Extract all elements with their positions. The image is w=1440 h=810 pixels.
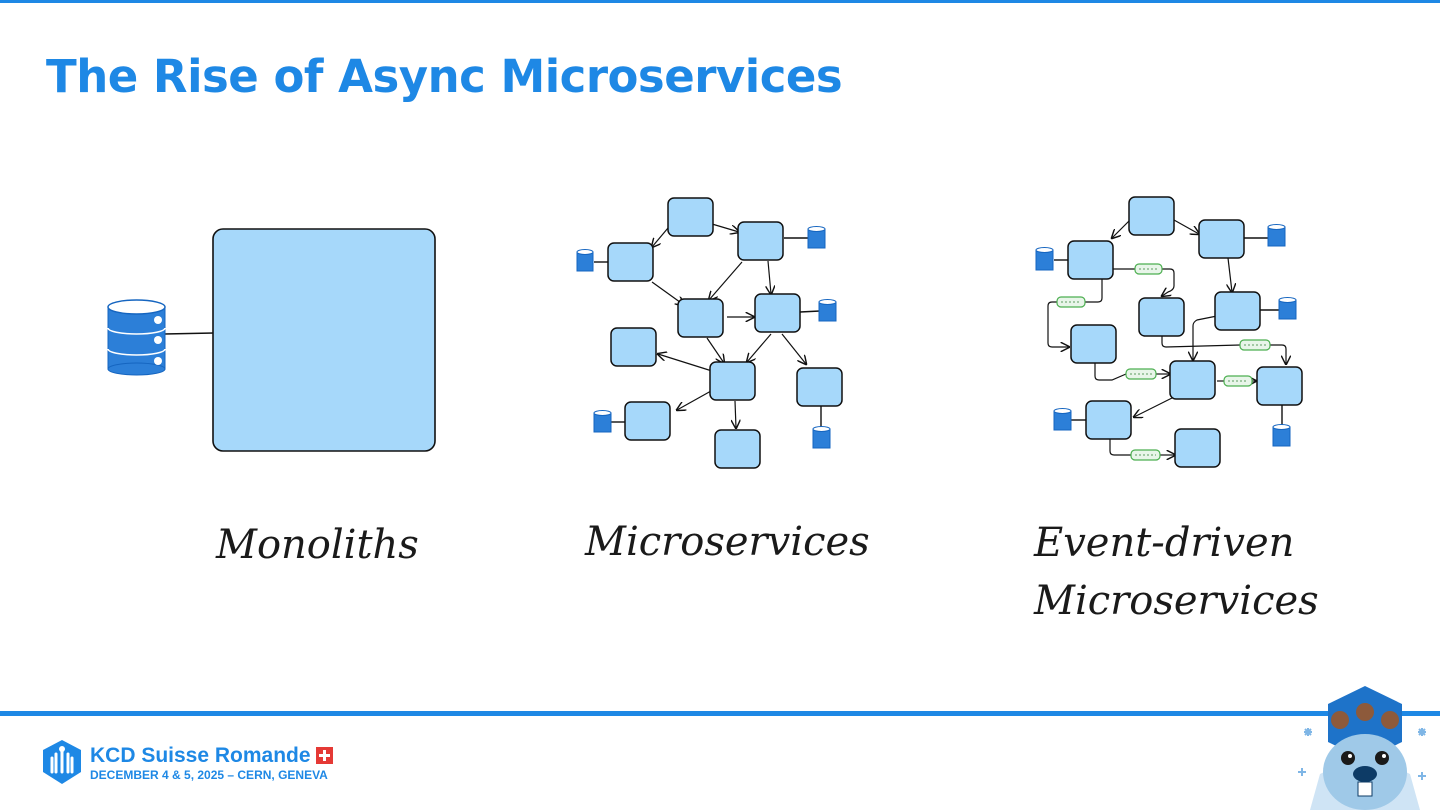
monolith-diagram	[107, 228, 436, 452]
top-accent-rule	[0, 0, 1440, 3]
kcd-logo-icon	[43, 740, 81, 784]
brand-name: KCD Suisse Romande	[90, 744, 311, 767]
event-driven-label-line2: Microservices	[1034, 578, 1319, 624]
event-dates: DECEMBER 4 & 5, 2025 – CERN, GENEVA	[90, 768, 328, 782]
monolith-database-icon	[107, 299, 166, 376]
slide-title: The Rise of Async Microservices	[46, 50, 843, 103]
microservice-database-icons	[576, 226, 837, 449]
swiss-flag-icon	[316, 747, 333, 764]
kcd-logo: KCD Suisse Romande DECEMBER 4 & 5, 2025 …	[38, 738, 358, 788]
microservices-diagram	[576, 197, 843, 469]
monoliths-label: Monoliths	[216, 522, 419, 568]
microservices-label: Microservices	[585, 519, 870, 565]
event-driven-diagram	[1035, 196, 1303, 468]
monolith-service-box	[212, 228, 436, 452]
event-driven-service-boxes	[1067, 196, 1303, 468]
event-driven-label-line1: Event-driven	[1034, 520, 1295, 566]
microservice-boxes	[607, 197, 843, 469]
footer-accent-rule	[0, 711, 1440, 716]
beaver-mascot-icon	[1298, 686, 1426, 810]
event-driven-database-icons	[1035, 224, 1297, 447]
architecture-diagrams	[107, 196, 1303, 469]
